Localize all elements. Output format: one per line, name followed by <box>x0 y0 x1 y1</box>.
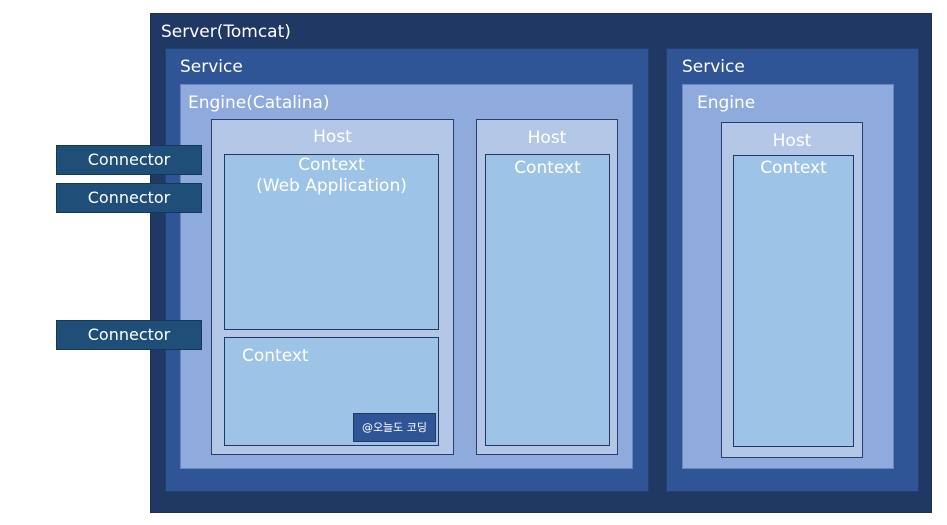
host-b-context-title: Context <box>514 158 581 178</box>
context-web-application-subtitle: (Web Application) <box>256 176 407 196</box>
host-right-context-title: Context <box>760 158 827 178</box>
host-right-title: Host <box>772 131 812 151</box>
host-a-title: Host <box>313 127 352 147</box>
host-b-context-box: Context <box>485 154 610 446</box>
server-title: Server(Tomcat) <box>161 22 291 42</box>
context-web-application-title: Context <box>298 155 365 175</box>
service-right-title: Service <box>682 57 745 77</box>
host-b-title: Host <box>527 128 567 148</box>
context-web-application-box: Context (Web Application) <box>224 154 439 330</box>
service-left-title: Service <box>180 57 243 77</box>
context-second-title: Context <box>242 346 309 366</box>
watermark-badge: @오늘도 코딩 <box>353 413 436 442</box>
connector-2: Connector <box>56 183 202 213</box>
host-right-context-box: Context <box>733 155 854 447</box>
engine-catalina-title: Engine(Catalina) <box>188 93 330 113</box>
engine-right-title: Engine <box>697 93 756 113</box>
connector-1: Connector <box>56 145 202 175</box>
connector-3: Connector <box>56 320 202 350</box>
